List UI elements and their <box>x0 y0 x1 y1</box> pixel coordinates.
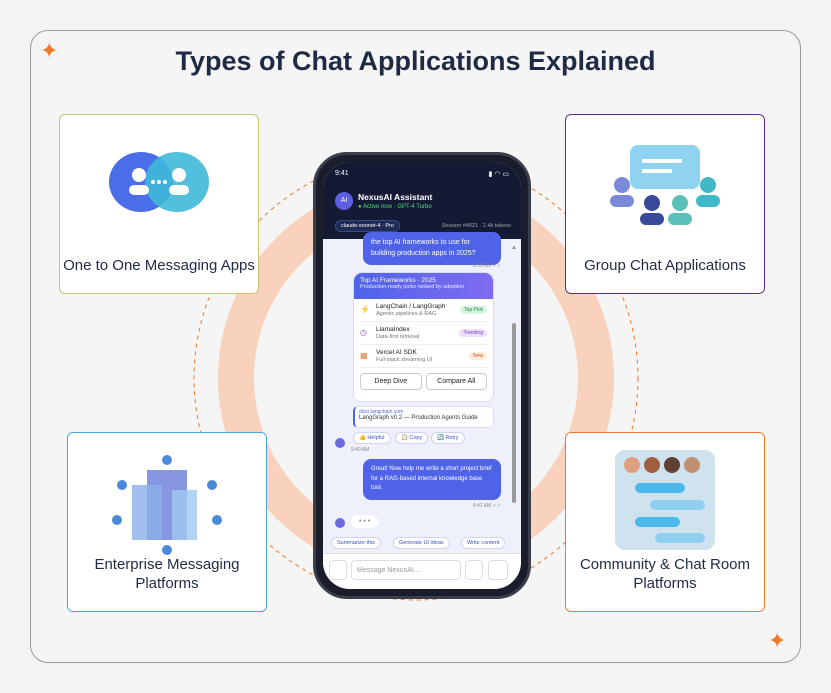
card-community: Community & Chat Room Platforms <box>565 432 765 612</box>
model-badge[interactable]: claude-sonnet-4 · Pro <box>335 220 400 232</box>
chat-screen: 9:41 ▮ ◠ ▭ AI NexusAI Assistant ● Active… <box>323 162 521 589</box>
card-label: Community & Chat Room Platforms <box>579 556 751 592</box>
tag-badge: Trending <box>459 329 487 337</box>
tag-badge: Top Pick <box>460 306 487 314</box>
typing-indicator: • • • <box>351 515 379 528</box>
framework-desc: Data-first retrieval <box>376 334 420 340</box>
framework-name: Vercel AI SDK <box>376 349 417 356</box>
status-icons: ▮ ◠ ▭ <box>488 171 509 178</box>
retry-button[interactable]: 🔄 Retry <box>431 432 465 444</box>
community-chat-icon <box>615 450 715 550</box>
page-title: Types of Chat Applications Explained <box>175 46 656 76</box>
card-label: One to One Messaging Apps <box>63 257 255 274</box>
bot-avatar <box>335 518 345 528</box>
card-enterprise: Enterprise Messaging Platforms <box>67 432 267 612</box>
card-label: Group Chat Applications <box>584 257 746 274</box>
enterprise-building-icon <box>112 455 222 555</box>
tag-badge: New <box>468 352 487 360</box>
group-chat-icon <box>610 145 720 225</box>
framework-name: LlamaIndex <box>376 326 410 333</box>
send-button[interactable] <box>488 560 508 580</box>
user-message: Great! Now help me write a short project… <box>363 459 501 500</box>
layout-icon: ▦ <box>360 351 368 360</box>
clock-icon: ◷ <box>360 328 367 337</box>
chat-header: 9:41 ▮ ◠ ▭ AI NexusAI Assistant ● Active… <box>323 162 521 239</box>
card-subtitle: Production-ready picks ranked by adoptio… <box>360 284 465 290</box>
link-domain: docs.langchain.com <box>359 409 404 415</box>
attach-button[interactable] <box>329 560 347 580</box>
sparkle-icon: ✦ <box>768 628 787 653</box>
card-label: Enterprise Messaging Platforms <box>94 556 240 592</box>
one-to-one-chat-icon <box>109 152 209 212</box>
status-text: ● Active now · GPT-4 Turbo <box>358 204 432 210</box>
link-preview[interactable]: docs.langchain.com LangGraph v0.2 — Prod… <box>353 406 494 428</box>
user-message: the top AI frameworks to use for buildin… <box>363 232 501 265</box>
helpful-button[interactable]: 👍 Helpful <box>353 432 391 444</box>
compare-all-button[interactable]: Compare All <box>425 373 487 390</box>
card-title: Top AI Frameworks · 2025 <box>360 277 436 284</box>
framework-name: LangChain / LangGraph <box>376 303 446 310</box>
framework-desc: Full-stack streaming UI <box>376 357 433 363</box>
status-label: Active now · GPT-4 Turbo <box>362 204 432 210</box>
phone-mockup: 9:41 ▮ ◠ ▭ AI NexusAI Assistant ● Active… <box>313 152 531 599</box>
copy-button[interactable]: 📋 Copy <box>395 432 429 444</box>
card-group-chat: Group Chat Applications <box>565 114 765 294</box>
reply-time: 9:40 AM <box>351 447 370 453</box>
sparkle-icon: ✦ <box>40 38 59 63</box>
card-one-to-one: One to One Messaging Apps <box>59 114 259 294</box>
lightning-icon: ⚡ <box>360 305 370 314</box>
composer: Message NexusAI... <box>323 553 521 589</box>
assistant-name: NexusAI Assistant <box>358 192 433 202</box>
message-time: 9:39 AM ✓✓ <box>472 263 501 269</box>
deep-dive-button[interactable]: Deep Dive <box>360 373 422 390</box>
bot-avatar <box>335 438 345 448</box>
avatar: AI <box>335 192 353 210</box>
mic-button[interactable] <box>465 560 483 580</box>
framework-desc: Agentic pipelines & RAG <box>376 311 437 317</box>
status-time: 9:41 <box>335 170 349 177</box>
scrollbar[interactable]: ▲ <box>511 245 517 535</box>
session-info: Session #4821 · 2.4k tokens <box>441 223 511 229</box>
dashed-ring <box>193 155 639 601</box>
suggestion-chip[interactable]: Generate UI ideas <box>393 537 450 549</box>
suggestion-chip[interactable]: Write content <box>461 537 506 549</box>
message-time: 9:41 AM ✓✓ <box>472 503 501 509</box>
suggestion-chip[interactable]: Summarize this <box>331 537 381 549</box>
link-title: LangGraph v0.2 — Production Agents Guide <box>359 415 478 421</box>
message-input[interactable]: Message NexusAI... <box>351 560 461 580</box>
